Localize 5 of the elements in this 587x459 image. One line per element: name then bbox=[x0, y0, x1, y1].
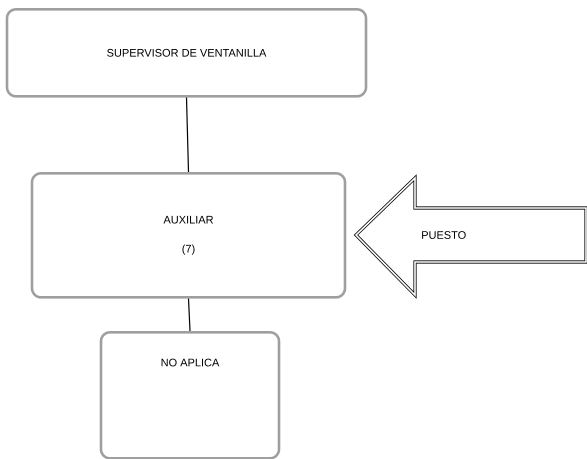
position-box: AUXILIAR (7) bbox=[30, 172, 346, 299]
supervisor-box: SUPERVISOR DE VENTANILLA bbox=[6, 8, 368, 98]
connector-line bbox=[188, 298, 191, 332]
connector-line bbox=[186, 98, 190, 172]
subordinate-box: NO APLICA bbox=[100, 331, 280, 459]
